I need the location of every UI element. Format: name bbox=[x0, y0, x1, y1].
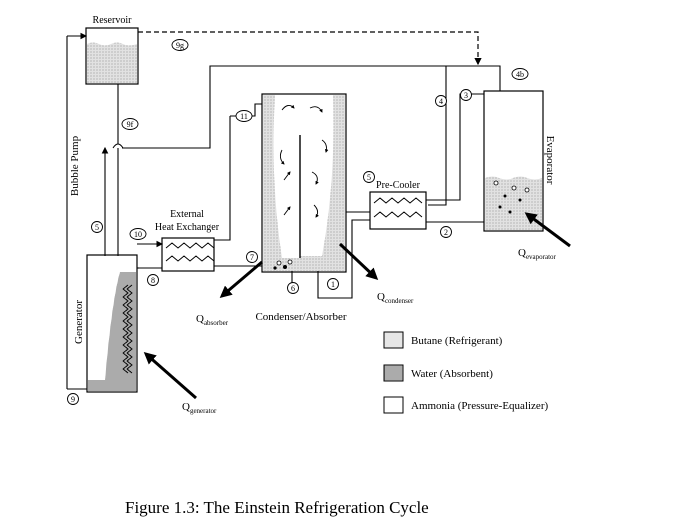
node-9g: 9g bbox=[171, 39, 189, 51]
bubble-pump: Bubble Pump bbox=[66, 32, 88, 390]
q-generator-arrow bbox=[143, 352, 197, 400]
q-generator-label: Qgenerator bbox=[182, 401, 217, 415]
q-evaporator-arrow bbox=[524, 212, 571, 248]
svg-text:2: 2 bbox=[444, 228, 448, 237]
generator-heating-coil bbox=[122, 284, 129, 374]
svg-text:3: 3 bbox=[464, 91, 468, 100]
external-heat-exchanger: External Heat Exchanger bbox=[155, 209, 220, 272]
q-evaporator-label: Qevaporator bbox=[518, 247, 557, 261]
svg-text:11: 11 bbox=[240, 112, 248, 121]
legend-label-butane: Butane (Refrigerant) bbox=[411, 335, 503, 347]
condenser-absorber-label: Condenser/Absorber bbox=[255, 311, 346, 323]
svg-text:9f: 9f bbox=[127, 120, 134, 129]
state-points: 9g 9f 11 4b 4 3 5 5 10 8 7 6 1 2 9 bbox=[67, 39, 529, 405]
svg-text:10: 10 bbox=[134, 230, 142, 239]
legend-swatch-butane bbox=[383, 331, 404, 349]
svg-text:5: 5 bbox=[367, 173, 371, 182]
node-3: 3 bbox=[460, 89, 472, 101]
node-6: 6 bbox=[287, 282, 299, 294]
svg-text:4b: 4b bbox=[516, 70, 524, 79]
condenser-absorber: Condenser/Absorber bbox=[255, 93, 347, 323]
heat-arrows bbox=[143, 212, 571, 400]
pre-cooler-label: Pre-Cooler bbox=[376, 180, 421, 191]
svg-text:6: 6 bbox=[291, 284, 295, 293]
external-hx-label-1: External bbox=[170, 209, 204, 220]
node-9: 9 bbox=[67, 393, 79, 405]
svg-text:7: 7 bbox=[250, 253, 254, 262]
node-4b: 4b bbox=[511, 68, 529, 80]
legend-swatch-water bbox=[383, 364, 404, 382]
svg-text:8: 8 bbox=[151, 276, 155, 285]
node-10: 10 bbox=[129, 228, 147, 240]
q-absorber-label: Qabsorber bbox=[196, 313, 229, 327]
legend: Butane (Refrigerant) Water (Absorbent) A… bbox=[383, 331, 548, 414]
q-condenser-arrow bbox=[338, 242, 379, 281]
node-9f: 9f bbox=[121, 118, 139, 130]
generator-label: Generator bbox=[73, 300, 85, 344]
svg-text:4: 4 bbox=[439, 97, 443, 106]
evaporator: Evaporator bbox=[483, 90, 556, 232]
legend-item-ammonia: Ammonia (Pressure-Equalizer) bbox=[383, 396, 548, 414]
svg-text:9: 9 bbox=[71, 395, 75, 404]
generator: Generator bbox=[73, 254, 138, 393]
legend-swatch-ammonia bbox=[383, 396, 404, 414]
legend-item-butane: Butane (Refrigerant) bbox=[383, 331, 503, 349]
legend-label-ammonia: Ammonia (Pressure-Equalizer) bbox=[411, 400, 548, 412]
q-condenser-label: Qcondenser bbox=[377, 291, 414, 305]
external-hx-label-2: Heat Exchanger bbox=[155, 222, 220, 233]
svg-text:9g: 9g bbox=[176, 41, 184, 50]
legend-label-water: Water (Absorbent) bbox=[411, 368, 493, 380]
svg-text:5: 5 bbox=[95, 223, 99, 232]
node-2: 2 bbox=[440, 226, 452, 238]
evaporator-label: Evaporator bbox=[544, 136, 556, 185]
node-1: 1 bbox=[327, 278, 339, 290]
node-5-top: 5 bbox=[363, 171, 375, 183]
node-8: 8 bbox=[147, 274, 159, 286]
node-5-left: 5 bbox=[91, 221, 103, 233]
reservoir: Reservoir bbox=[85, 15, 139, 85]
legend-item-water: Water (Absorbent) bbox=[383, 364, 493, 382]
figure-caption: Figure 1.3: The Einstein Refrigeration C… bbox=[125, 498, 429, 517]
node-7: 7 bbox=[246, 251, 258, 263]
bubble-pump-label: Bubble Pump bbox=[69, 135, 81, 196]
node-4: 4 bbox=[435, 95, 447, 107]
vapor-dashed-line bbox=[138, 31, 482, 66]
pre-cooler: Pre-Cooler bbox=[369, 180, 427, 230]
node-11: 11 bbox=[235, 110, 253, 122]
svg-text:1: 1 bbox=[331, 280, 335, 289]
q-absorber-arrow bbox=[219, 260, 263, 298]
reservoir-label: Reservoir bbox=[93, 15, 133, 26]
